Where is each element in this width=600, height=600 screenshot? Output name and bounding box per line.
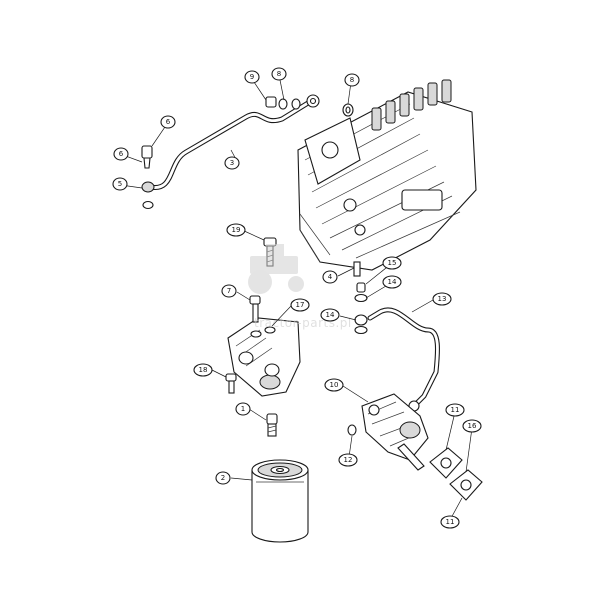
callout-label: 18 [199,366,208,374]
callout-label: 15 [388,259,397,267]
callout-c11b: 11 [440,515,460,529]
callout-c7: 7 [221,284,237,298]
callout-c6a: 6 [160,115,176,129]
callout-c14a: 14 [382,275,402,289]
pump-fittings [353,261,368,335]
callout-label: 4 [328,273,333,281]
gaskets-11-16 [429,447,483,501]
callout-c4: 4 [322,270,338,284]
callout-label: 7 [227,287,231,295]
callout-c10: 10 [324,378,344,392]
injection-pump-drawing [297,79,477,271]
callout-label: 10 [330,381,339,389]
callout-label: 6 [166,118,171,126]
upper-fittings [141,96,354,210]
callout-label: 11 [446,518,455,526]
callout-c16: 16 [462,419,482,433]
filter-cartridge-2 [251,459,309,543]
callout-label: 8 [350,76,354,84]
callout-label: 8 [277,70,281,78]
tractor-logo-icon [248,244,304,294]
callout-label: 1 [241,405,245,413]
callout-label: 11 [451,406,460,414]
fuel-pipe-13 [367,307,441,412]
callout-c5: 5 [112,177,128,191]
callout-label: 2 [221,474,225,482]
pump-outlet-towers [371,79,452,131]
callout-c17: 17 [290,298,310,312]
callout-c6b: 6 [113,147,129,161]
callout-c13: 13 [432,292,452,306]
callout-c8b: 8 [344,73,360,87]
callout-c8a: 8 [271,67,287,81]
callout-label: 16 [468,422,477,430]
callout-label: 12 [344,456,353,464]
callout-label: 17 [296,301,305,309]
callout-c14b: 14 [320,308,340,322]
callout-label: 5 [118,180,122,188]
callout-c15: 15 [382,256,402,270]
callout-c3: 3 [224,156,240,170]
filter-head [225,295,301,437]
callout-c1: 1 [235,402,251,416]
callout-label: 6 [119,150,124,158]
callout-label: 19 [232,226,241,234]
lift-pump-10 [347,393,429,471]
callout-label: 14 [388,278,397,286]
callout-c12: 12 [338,453,358,467]
callout-c9: 9 [244,70,260,84]
callout-c18: 18 [193,363,213,377]
callout-c19: 19 [226,223,246,237]
callout-label: 14 [326,311,335,319]
callout-label: 9 [250,73,254,81]
callout-label: 13 [438,295,447,303]
fitting-1 [266,413,278,437]
callout-c2: 2 [215,471,231,485]
callout-c11a: 11 [445,403,465,417]
fuel-pipe-3 [141,94,320,193]
callout-label: 3 [230,159,234,167]
